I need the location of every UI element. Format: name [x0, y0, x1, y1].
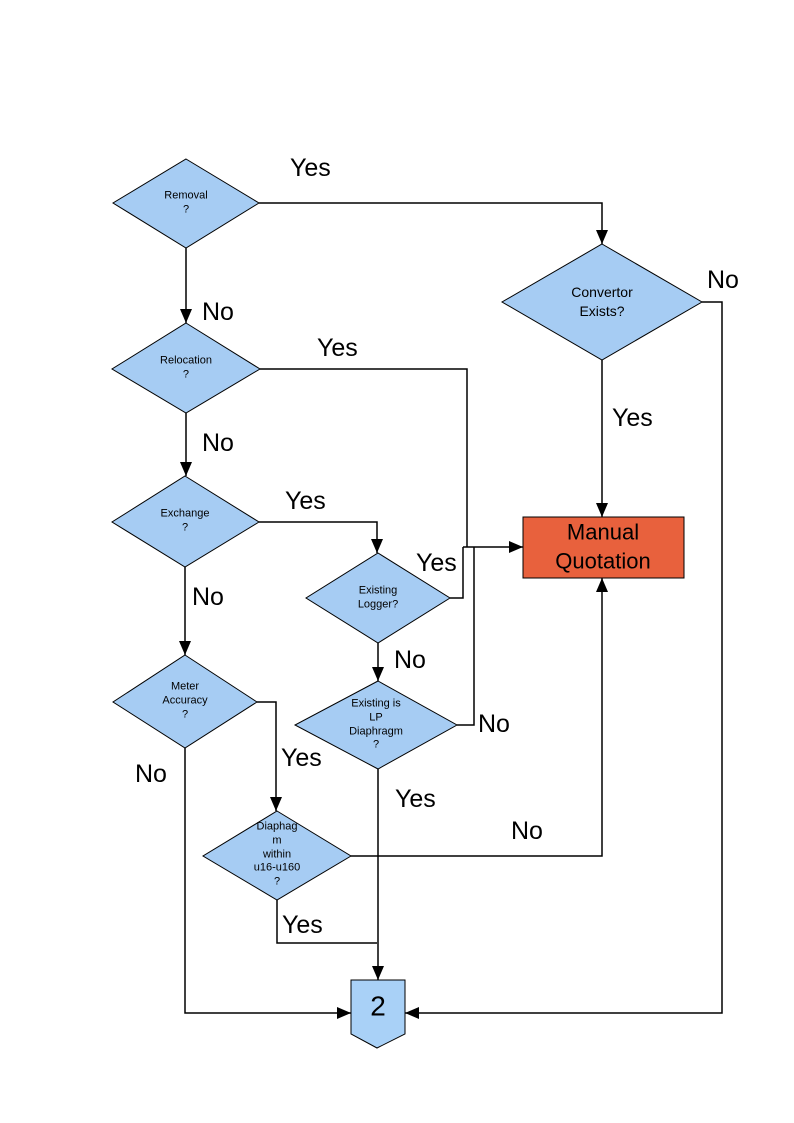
shapes-layer	[111, 158, 703, 1049]
offpage-connector-2-shape	[350, 979, 406, 1049]
decision-exchange-shape	[111, 475, 260, 568]
edge-relocation-yes-line	[260, 368, 468, 547]
edge-meter-accuracy-yes-line	[257, 701, 282, 811]
edge-diaphragm-within-yes-line	[276, 900, 377, 944]
edge-existing-logger-yes-line	[450, 547, 464, 599]
decision-diaphragm-within-range-shape	[202, 810, 352, 901]
decision-existing-lp-diaphragm-shape	[293, 680, 459, 770]
edge-exchange-yes-line	[259, 521, 383, 553]
edge-lp-diaphragm-no-line	[457, 547, 475, 726]
decision-meter-accuracy-shape	[112, 654, 258, 749]
decision-existing-logger-shape	[305, 552, 451, 644]
edge-convertor-no-line	[405, 301, 723, 1019]
decision-removal-shape	[112, 158, 260, 249]
edge-removal-yes-line	[259, 202, 608, 244]
decision-relocation-shape	[111, 322, 261, 414]
edge-meter-accuracy-no-line	[184, 748, 351, 1019]
edges-layer	[179, 202, 723, 1019]
process-manual-quotation-shape	[522, 516, 685, 579]
edge-diaphragm-within-no-line	[351, 578, 608, 857]
decision-convertor-exists-shape	[501, 243, 703, 361]
